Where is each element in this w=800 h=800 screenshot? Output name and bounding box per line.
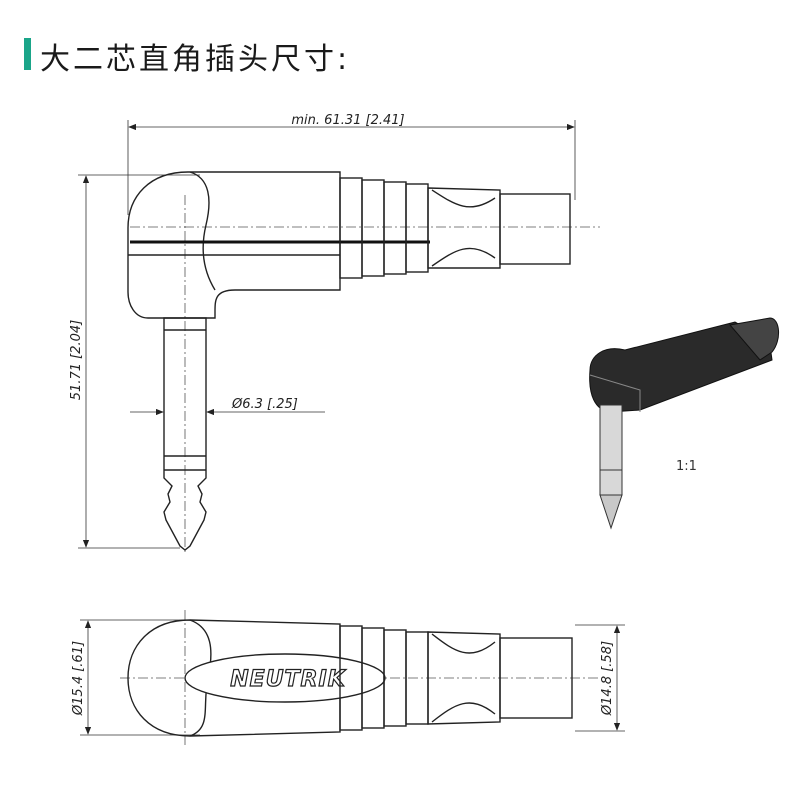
top-housing	[127, 619, 341, 737]
pin-diameter-label: Ø6.3 [.25]	[231, 397, 298, 412]
scale-label: 1:1	[676, 459, 697, 474]
grip-rings	[339, 177, 429, 279]
boot-wave-bottom	[431, 247, 496, 267]
top-view: Ø15.4 [.61] Ø14.8 [.58] NEUTRIK	[71, 610, 625, 745]
grip-ring	[361, 179, 385, 277]
brand-badge	[184, 653, 386, 703]
title-accent-bar	[24, 38, 31, 70]
iso-highlight	[589, 374, 641, 412]
elbow-housing	[127, 171, 341, 319]
boot-wave-top	[431, 189, 496, 208]
iso-shaft	[599, 404, 623, 496]
brand-label: NEUTRIK	[230, 667, 346, 692]
height-dimension-label: 51.71 [2.04]	[69, 320, 84, 400]
length-dimension-label: min. 61.31 [2.41]	[291, 113, 404, 128]
top-boot-wave	[431, 633, 496, 654]
grip-ring	[383, 181, 407, 275]
grip-ring	[405, 183, 429, 273]
iso-tip	[599, 494, 623, 530]
plug-shaft	[163, 317, 207, 551]
grip-ring	[339, 177, 363, 279]
iso-tail	[729, 317, 779, 361]
body-diameter-label: Ø15.4 [.61]	[71, 641, 86, 716]
page-title: 大二芯直角插头尺寸:	[40, 42, 351, 77]
side-view: min. 61.31 [2.41] 51.71 [2.04]	[69, 113, 600, 555]
top-boot	[427, 631, 501, 725]
elbow-contour	[189, 171, 216, 291]
top-boot-wave	[431, 702, 496, 723]
top-cable-end	[499, 637, 573, 719]
tail-diameter-label: Ø14.8 [.58]	[600, 641, 615, 716]
isometric-view: 1:1	[589, 317, 779, 530]
boot	[427, 187, 501, 269]
cable-end	[499, 193, 571, 265]
